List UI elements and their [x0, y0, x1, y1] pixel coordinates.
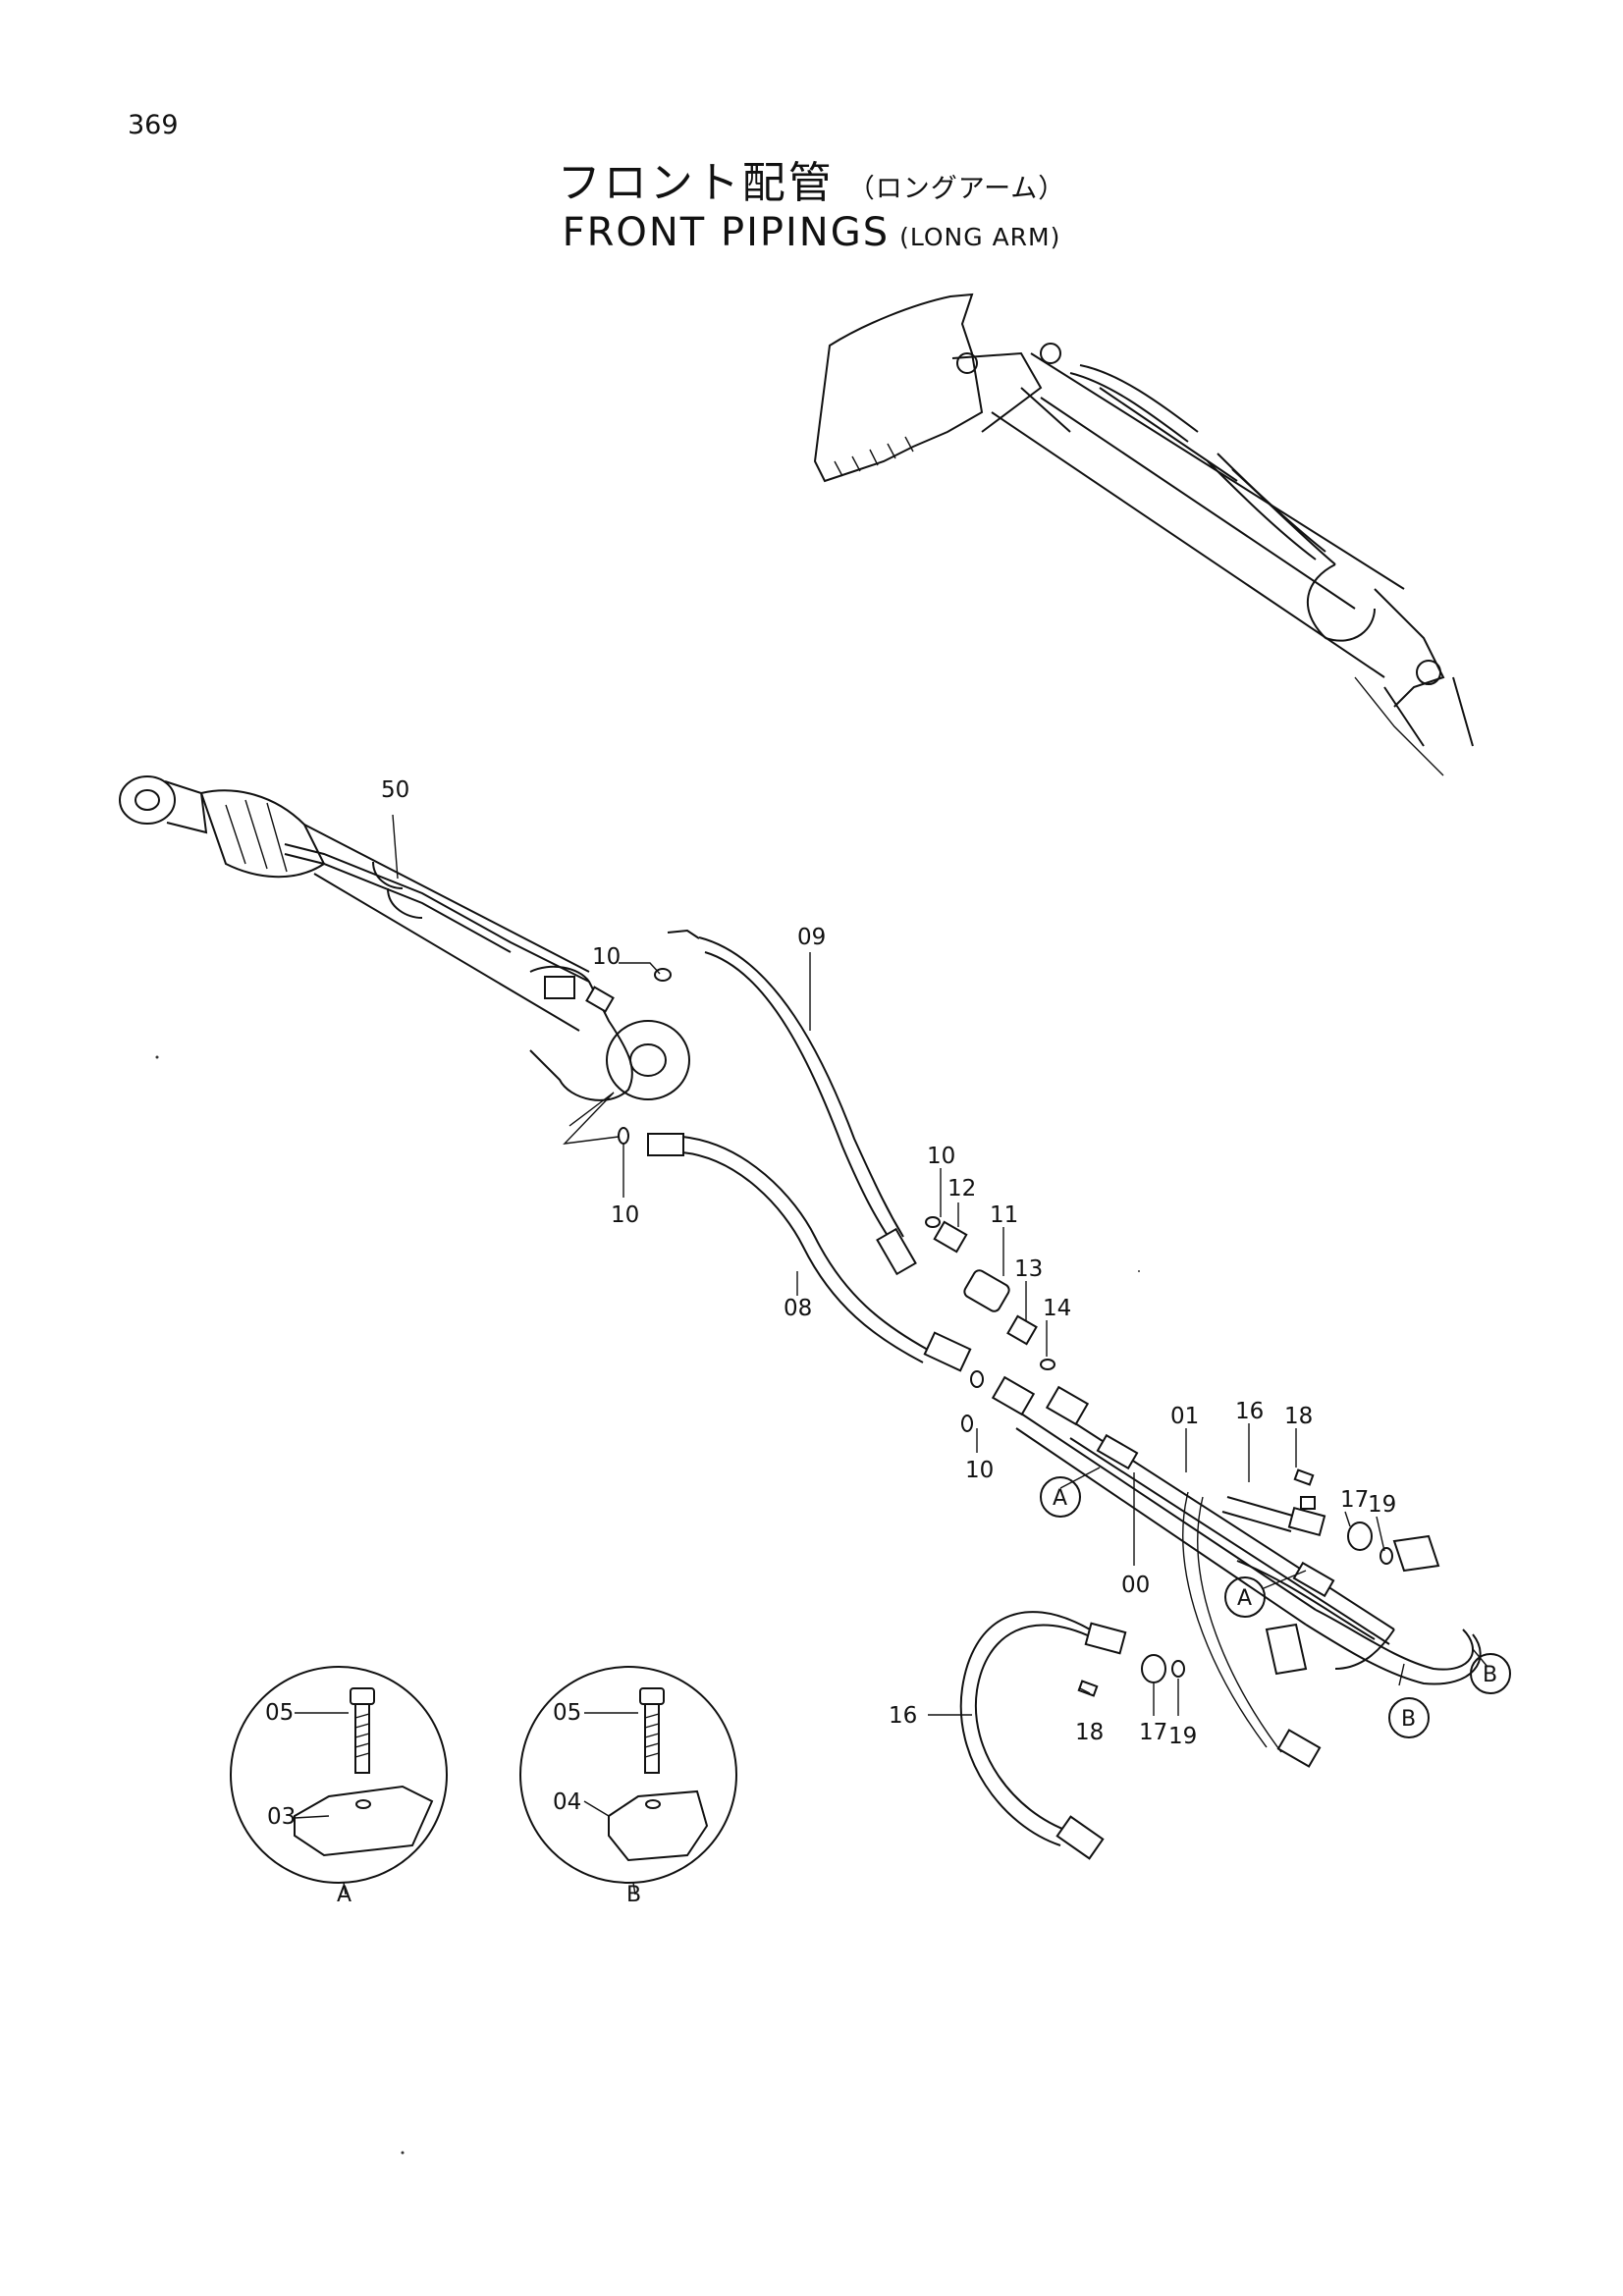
label-50: 50 [381, 777, 409, 803]
label-19-low: 19 [1168, 1724, 1197, 1749]
leader-lines [392, 814, 1488, 1716]
hose-16-upper [1182, 1468, 1393, 1768]
fittings-group [618, 968, 1055, 1432]
label-09: 09 [797, 925, 826, 950]
label-b-05: 05 [553, 1700, 581, 1726]
hose-16-lower [959, 1611, 1185, 1860]
detail-b [519, 1666, 737, 1896]
callout-letters: A A B B A B [337, 1486, 1497, 1907]
label-17-top: 17 [1340, 1487, 1369, 1513]
hose-09 [667, 929, 917, 1276]
label-12: 12 [947, 1176, 976, 1201]
label-14: 14 [1043, 1296, 1071, 1321]
title-en-sub: (LONG ARM) [899, 223, 1061, 251]
detail-b-letter: B [626, 1883, 641, 1907]
callout-b-2: B [1401, 1707, 1416, 1732]
label-b-04: 04 [553, 1789, 581, 1815]
label-13: 13 [1014, 1256, 1043, 1282]
detail-a [230, 1666, 448, 1896]
label-17-low: 17 [1139, 1720, 1167, 1745]
label-11: 11 [990, 1202, 1018, 1228]
label-16-left: 16 [889, 1703, 917, 1729]
label-10-left: 10 [611, 1202, 639, 1228]
callout-a-1: A [1053, 1486, 1067, 1511]
title-jp-sub: （ロングアーム） [847, 174, 1066, 204]
callout-circles [1040, 1476, 1511, 1738]
hose-08 [647, 1133, 972, 1372]
label-01: 01 [1170, 1404, 1199, 1429]
label-00: 00 [1121, 1573, 1150, 1598]
title-en-main: FRONT PIPINGS [562, 210, 891, 255]
callout-a-2: A [1237, 1586, 1252, 1611]
title-english: FRONT PIPINGS (LONG ARM) [0, 210, 1623, 255]
page-number: 369 [128, 110, 179, 140]
label-10-mid: 10 [927, 1144, 955, 1169]
label-10-top: 10 [592, 944, 621, 970]
label-08: 08 [784, 1296, 812, 1321]
label-18-low: 18 [1075, 1720, 1104, 1745]
label-10-low: 10 [965, 1458, 994, 1483]
title-japanese: フロント配管 （ロングアーム） [0, 147, 1623, 210]
label-a-05: 05 [265, 1700, 294, 1726]
part-labels: 50 10 09 10 10 12 11 13 14 08 10 01 16 1… [265, 777, 1396, 1830]
speck-marks [155, 1055, 1140, 2155]
label-18-top: 18 [1284, 1404, 1313, 1429]
detail-a-letter: A [337, 1883, 352, 1907]
title-jp-main: フロント配管 [557, 158, 835, 208]
arm-overview-illustration [813, 293, 1474, 776]
callout-b-1: B [1483, 1663, 1497, 1687]
arm-cylinder [119, 775, 690, 1101]
label-19-top: 19 [1368, 1492, 1396, 1518]
label-16-top: 16 [1235, 1399, 1264, 1424]
label-a-03: 03 [267, 1804, 296, 1830]
